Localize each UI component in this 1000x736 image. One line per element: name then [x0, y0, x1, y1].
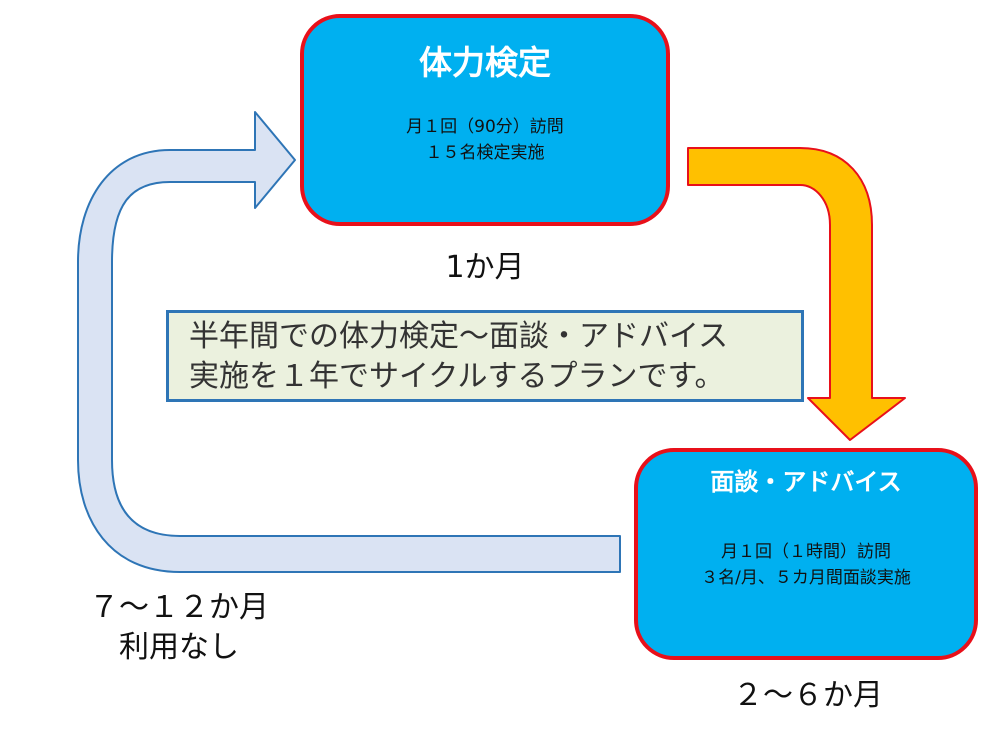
interview-advice-details: 月１回（１時間）訪問 ３名/月、５カ月間面談実施	[638, 539, 974, 591]
return-arrow	[77, 111, 621, 573]
period-seven-to-twelve-label: ７～１２か月	[89, 590, 269, 625]
interview-advice-count: ３名/月、５カ月間面談実施	[701, 568, 911, 588]
fitness-test-title: 体力検定	[419, 43, 551, 82]
period-two-to-six: ２～６か月	[733, 678, 883, 713]
interview-advice-visit: 月１回（１時間）訪問	[721, 542, 891, 562]
interview-advice-title: 面談・アドバイス	[710, 468, 902, 496]
fitness-test-count: １５名検定実施	[425, 143, 545, 163]
forward-arrow	[687, 147, 906, 441]
interview-advice-box: 面談・アドバイス 月１回（１時間）訪問 ３名/月、５カ月間面談実施	[634, 448, 978, 660]
fitness-test-details: 月１回（90分）訪問 １５名検定実施	[304, 114, 666, 166]
period-first-month: 1か月	[445, 250, 525, 285]
period-seven-to-twelve: ７～１２か月 利用なし	[54, 588, 304, 668]
plan-summary-line2: 実施を１年でサイクルするプランです。	[189, 359, 725, 394]
plan-summary: 半年間での体力検定～面談・アドバイス 実施を１年でサイクルするプランです。	[166, 310, 804, 402]
plan-summary-line1: 半年間での体力検定～面談・アドバイス	[189, 319, 729, 354]
fitness-test-visit: 月１回（90分）訪問	[406, 117, 564, 137]
period-no-usage-label: 利用なし	[119, 630, 239, 665]
fitness-test-box: 体力検定 月１回（90分）訪問 １５名検定実施	[300, 14, 670, 226]
